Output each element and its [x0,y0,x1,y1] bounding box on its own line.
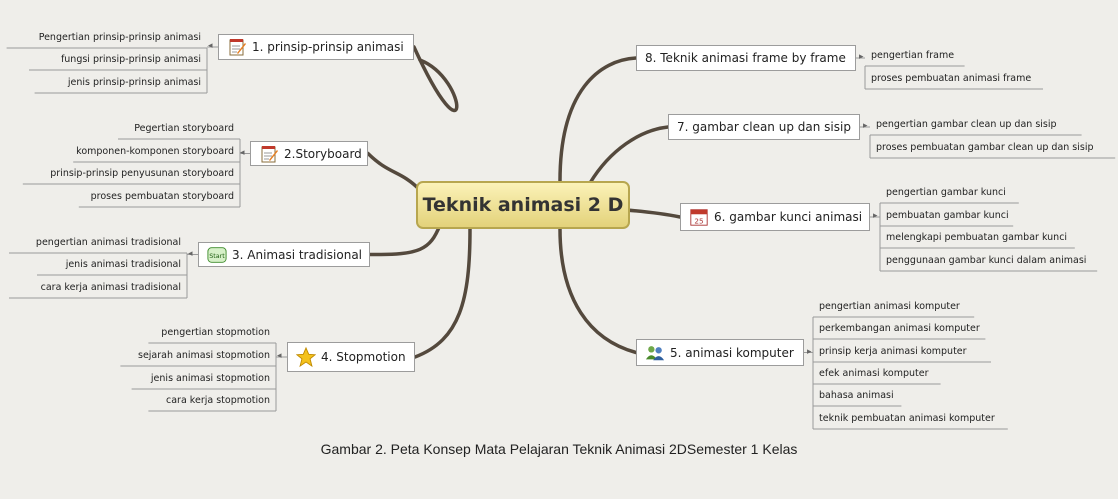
subtopic-item[interactable]: pengertian frame [871,50,955,61]
topic-label: 1. prinsip-prinsip animasi [252,40,404,54]
subtopic-item[interactable]: melengkapi pembuatan gambar kunci [886,232,1068,243]
subtopic-item[interactable]: Pengertian prinsip-prinsip animasi [38,32,201,43]
subtopic-item[interactable]: prinsip kerja animasi komputer [819,346,967,357]
topic-t3[interactable]: Start 3. Animasi tradisional [198,242,370,267]
subtopic-item[interactable]: pengertian gambar kunci [886,187,1006,198]
topic-t6[interactable]: 25 6. gambar kunci animasi [680,203,870,231]
calendar-icon: 25 [689,207,709,227]
subtopic-item[interactable]: jenis animasi stopmotion [150,373,270,384]
subtopic-item[interactable]: pengertian gambar clean up dan sisip [876,119,1057,130]
topic-label: 8. Teknik animasi frame by frame [645,51,846,65]
subtopic-item[interactable]: sejarah animasi stopmotion [138,350,270,361]
topic-label: 4. Stopmotion [321,350,406,364]
collapse-caret-icon[interactable]: ◂ [208,40,213,50]
subtopic-item[interactable]: pengertian animasi komputer [819,301,960,312]
topic-t7[interactable]: 7. gambar clean up dan sisip [668,114,860,140]
subtopic-item[interactable]: Pegertian storyboard [134,123,234,134]
branch-t3 [368,223,442,257]
topic-label: 5. animasi komputer [670,345,794,360]
subtopic-item[interactable]: penggunaan gambar kunci dalam animasi [886,255,1087,266]
topic-label: 3. Animasi tradisional [232,247,363,262]
collapse-caret-icon[interactable]: ◂ [188,247,193,258]
topic-label: 2.Storyboard [284,146,362,161]
subtopic-item[interactable]: perkembangan animasi komputer [819,323,980,334]
collapse-caret-icon[interactable]: ▸ [873,210,878,220]
branch-t4 [413,227,472,359]
start-icon: Start [207,245,227,265]
subtopic-item[interactable]: cara kerja stopmotion [166,395,270,406]
collapse-caret-icon[interactable]: ◂ [277,350,282,360]
subtopic-item[interactable]: fungsi prinsip-prinsip animasi [60,54,201,65]
subtopic-item[interactable]: cara kerja animasi tradisional [40,282,181,293]
center-topic[interactable]: Teknik animasi 2 D [416,181,630,229]
subtopic-item[interactable]: jenis animasi tradisional [65,259,181,270]
figure-caption: Gambar 2. Peta Konsep Mata Pelajaran Tek… [320,441,798,457]
topic-t8[interactable]: 8. Teknik animasi frame by frame [636,45,856,71]
branch-t5 [558,227,638,355]
star-icon [296,346,316,368]
topic-label: 6. gambar kunci animasi [714,210,863,224]
notepad-icon [227,37,247,57]
branch-t6 [624,208,682,219]
topic-t2[interactable]: 2.Storyboard [250,141,368,166]
collapse-caret-icon[interactable]: ▸ [859,51,864,61]
collapse-caret-icon[interactable]: ▸ [807,345,812,356]
subtopic-item[interactable]: proses pembuatan storyboard [90,191,234,202]
topic-label: 7. gambar clean up dan sisip [677,120,851,134]
svg-text:Start: Start [209,253,225,260]
subtopic-item[interactable]: pembuatan gambar kunci [886,210,1009,221]
subtopic-item[interactable]: efek animasi komputer [819,368,929,379]
topic-t4[interactable]: 4. Stopmotion [287,342,415,372]
branch-t1 [412,45,459,113]
subtopic-item[interactable]: proses pembuatan gambar clean up dan sis… [876,142,1094,153]
subtopic-item[interactable]: pengertian stopmotion [161,327,270,338]
notepad-icon [259,144,279,164]
branch-t2 [366,151,422,192]
subtopic-item[interactable]: prinsip-prinsip penyusunan storyboard [50,168,234,179]
subtopic-item[interactable]: teknik pembuatan animasi komputer [819,413,995,424]
topic-t1[interactable]: 1. prinsip-prinsip animasi [218,34,414,60]
subtopic-item[interactable]: proses pembuatan animasi frame [871,73,1032,84]
users-icon [645,343,665,363]
subtopic-item[interactable]: jenis prinsip-prinsip animasi [67,77,201,88]
branch-t8 [558,56,638,183]
collapse-caret-icon[interactable]: ▸ [863,120,868,130]
subtopic-item[interactable]: bahasa animasi [819,390,894,401]
collapse-caret-icon[interactable]: ◂ [240,146,245,157]
subtopic-item[interactable]: komponen-komponen storyboard [76,146,234,157]
topic-t5[interactable]: 5. animasi komputer [636,339,804,366]
svg-text:25: 25 [694,216,703,225]
subtopic-item[interactable]: pengertian animasi tradisional [35,237,181,248]
branch-t7 [588,125,670,185]
